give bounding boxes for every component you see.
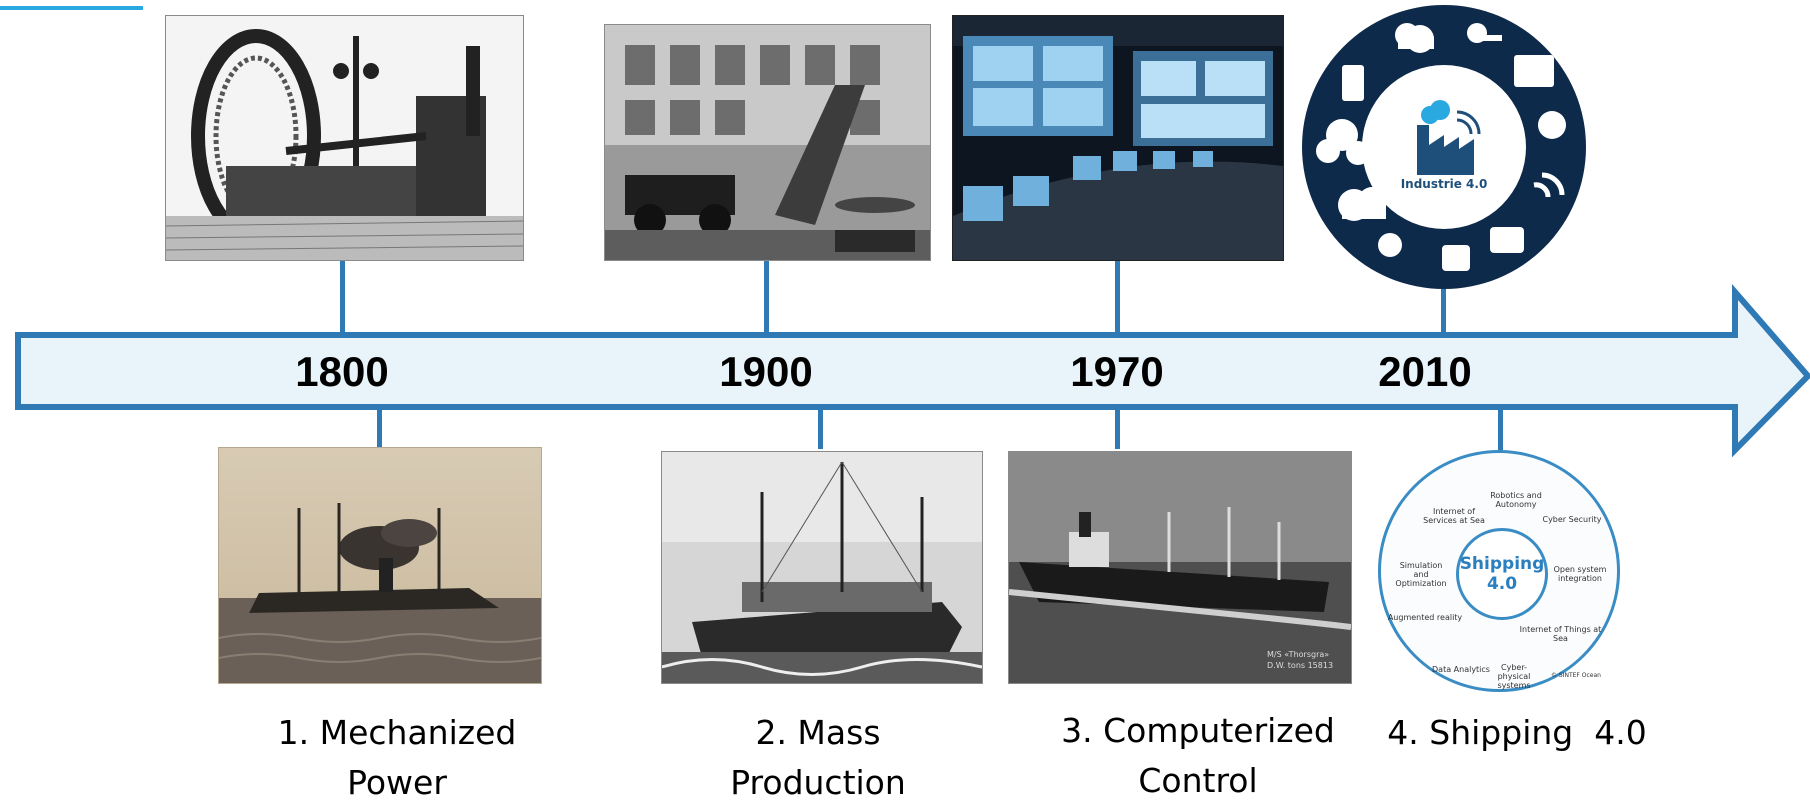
- segment-open-system-integration: Open system integration: [1553, 565, 1607, 583]
- connector-top-1800: [340, 260, 345, 336]
- motor-ship-photo: M/S «Thorsgra» D.W. tons 15813: [1008, 451, 1352, 684]
- caption-mechanized-power: 1. Mechanized Power: [278, 708, 517, 808]
- year-label-2010: 2010: [1378, 348, 1472, 395]
- assembly-line-photo: [604, 24, 931, 261]
- photo-credit-text: M/S «Thorsgra»: [1267, 650, 1329, 659]
- industrie-40-badge: Industrie 4.0: [1302, 5, 1586, 289]
- segment-augmented-reality: Augmented reality: [1387, 613, 1463, 622]
- copyright-text: © SINTEF Ocean: [1551, 672, 1601, 679]
- svg-text:D.W. tons 15813: D.W. tons 15813: [1267, 661, 1333, 670]
- segment-cyber-security: Cyber Security: [1542, 515, 1602, 524]
- caption-2-line2: Production: [730, 763, 906, 802]
- year-label-1800: 1800: [295, 348, 389, 395]
- accent-line: [0, 6, 143, 10]
- caption-3-line2: Control: [1138, 761, 1258, 800]
- connector-top-1970: [1115, 260, 1120, 336]
- segment-robotics-autonomy: Robotics and Autonomy: [1490, 491, 1542, 509]
- segment-data-analytics: Data Analytics: [1432, 665, 1490, 674]
- caption-mass-production: 2. Mass Production: [730, 708, 906, 808]
- control-room-photo: [952, 15, 1284, 261]
- year-label-1970: 1970: [1070, 348, 1164, 395]
- connector-bottom-1900: [818, 407, 823, 449]
- segment-simulation-optimization: Simulation and Optimization: [1395, 561, 1447, 588]
- connector-bottom-2010: [1498, 407, 1503, 452]
- connector-top-1900: [764, 260, 769, 336]
- industrie-40-label: Industrie 4.0: [1400, 177, 1488, 191]
- segment-cyber-physical: Cyber-physical systems: [1497, 663, 1531, 690]
- year-label-1900: 1900: [719, 348, 813, 395]
- shipping-40-center-version: 4.0: [1486, 574, 1518, 594]
- industrie-40-center: Industrie 4.0: [1362, 65, 1526, 229]
- caption-3-line1: 3. Computerized: [1061, 711, 1335, 750]
- cargo-steamship-photo: [661, 451, 983, 684]
- caption-2-line1: 2. Mass: [755, 713, 881, 752]
- caption-1-line1: 1. Mechanized: [277, 713, 517, 752]
- shipping-40-center: Shipping 4.0: [1456, 528, 1548, 620]
- shipping-40-center-title: Shipping: [1459, 554, 1545, 574]
- shipping-40-diagram: Internet of Services at Sea Robotics and…: [1378, 450, 1620, 692]
- caption-shipping-40: 4. Shipping 4.0: [1387, 708, 1646, 758]
- connector-top-2010: [1441, 282, 1446, 336]
- segment-internet-of-services: Internet of Services at Sea: [1423, 507, 1485, 525]
- connector-bottom-1800: [377, 407, 382, 449]
- caption-1-line2: Power: [347, 763, 447, 802]
- paddle-steamers-painting: [218, 447, 542, 684]
- caption-4-line1: 4. Shipping 4.0: [1387, 713, 1647, 752]
- segment-internet-of-things: Internet of Things at Sea: [1519, 625, 1602, 643]
- connector-bottom-1970: [1115, 407, 1120, 449]
- caption-computerized-control: 3. Computerized Control: [1061, 706, 1335, 806]
- steam-engine-engraving-image: [165, 15, 524, 261]
